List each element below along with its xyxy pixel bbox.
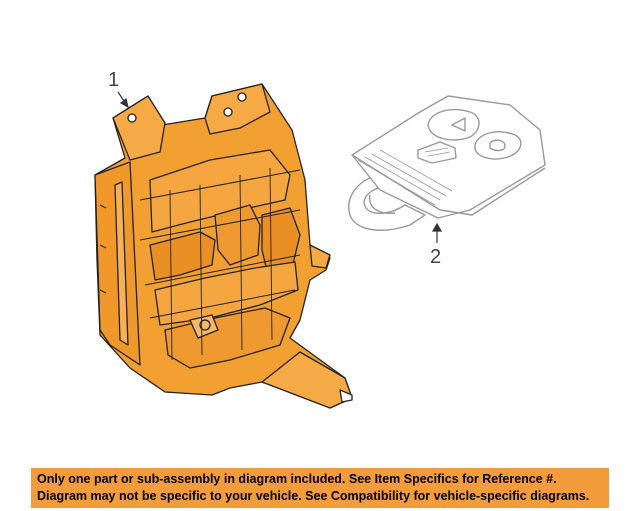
module-icon (94, 83, 353, 409)
disclaimer-line-2: Diagram may not be specific to your vehi… (37, 489, 590, 503)
callout-label-1: 1 (108, 69, 119, 91)
callout-label-2: 2 (430, 246, 441, 268)
disclaimer-banner: Only one part or sub-assembly in diagram… (31, 468, 609, 508)
key-fob-icon (348, 95, 546, 231)
callout-1-leader (117, 91, 129, 109)
disclaimer-line-1: Only one part or sub-assembly in diagram… (37, 472, 557, 486)
callout-2-leader (431, 222, 443, 243)
